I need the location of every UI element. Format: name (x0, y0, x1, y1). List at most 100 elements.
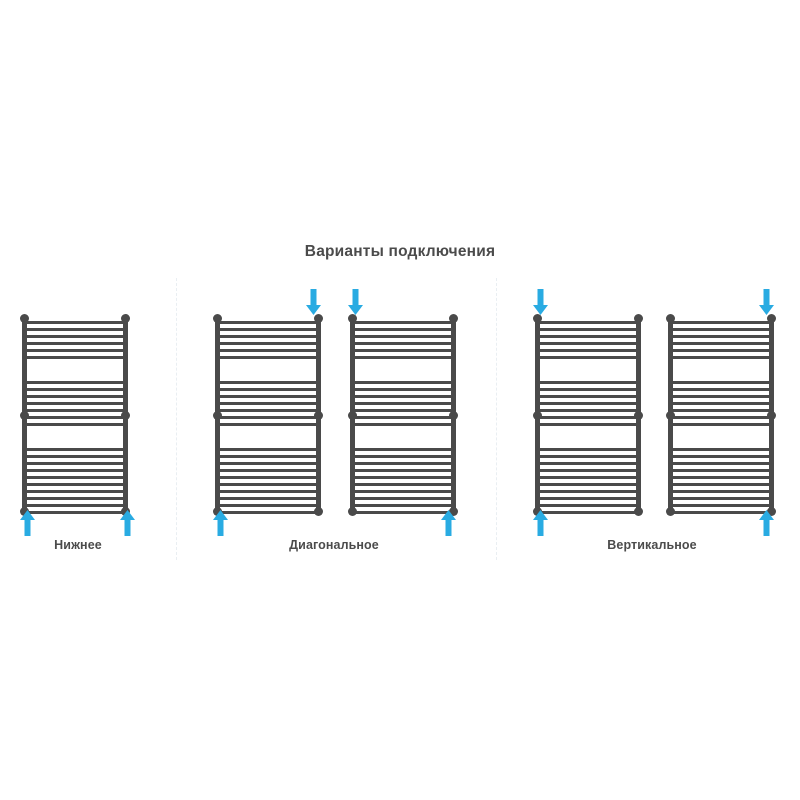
flow-arrow-up-bottom-left-icon (213, 510, 228, 536)
radiator-connector-node-right-mid (314, 410, 323, 420)
radiator-connector-node-left-top (348, 314, 357, 323)
radiator-rung-6 (216, 381, 320, 384)
radiator-rung-9 (23, 402, 127, 405)
radiator-rung-1 (536, 328, 640, 331)
radiator-rung-11 (23, 416, 127, 419)
radiator-rung-12 (351, 423, 455, 426)
radiator-connector-node-left-mid (348, 410, 357, 420)
radiator-rung-21 (351, 504, 455, 507)
radiator-rung-21 (669, 504, 773, 507)
radiator-rung-0 (536, 321, 640, 324)
radiator-rung-5 (536, 356, 640, 359)
radiator-rung-14 (536, 455, 640, 458)
radiator-rung-18 (669, 483, 773, 486)
radiator-rung-14 (669, 455, 773, 458)
radiator-rung-4 (351, 349, 455, 352)
radiator-connector-node-right-top (767, 314, 776, 323)
radiator-rung-4 (536, 349, 640, 352)
radiator-rung-10 (216, 409, 320, 412)
radiator-rung-16 (216, 469, 320, 472)
radiator-rung-4 (23, 349, 127, 352)
radiator-rung-18 (216, 483, 320, 486)
radiator-rung-13 (536, 448, 640, 451)
flow-arrow-up-bottom-right-icon (441, 510, 456, 536)
radiator-rung-15 (23, 462, 127, 465)
radiator-rung-2 (351, 335, 455, 338)
radiator-rung-10 (23, 409, 127, 412)
radiator-rung-14 (23, 455, 127, 458)
flow-arrow-up-bottom-left-icon (533, 510, 548, 536)
group-label-vertical: Вертикальное (607, 538, 697, 552)
radiator-rung-11 (536, 416, 640, 419)
radiator-rung-15 (536, 462, 640, 465)
radiator-rung-12 (536, 423, 640, 426)
radiator-rung-19 (216, 490, 320, 493)
radiator-rung-17 (351, 476, 455, 479)
radiator-rung-8 (351, 395, 455, 398)
radiator-vertical-0 (533, 314, 643, 516)
radiator-diagonal-1 (348, 314, 458, 516)
radiator-rung-14 (351, 455, 455, 458)
radiator-rung-17 (536, 476, 640, 479)
radiator-rung-11 (669, 416, 773, 419)
radiator-rung-10 (669, 409, 773, 412)
radiator-rung-0 (351, 321, 455, 324)
radiator-rung-22 (351, 511, 455, 514)
radiator-rung-5 (216, 356, 320, 359)
radiator-rung-1 (669, 328, 773, 331)
radiator-connector-node-left-top (213, 314, 222, 323)
radiator-rung-17 (216, 476, 320, 479)
radiator-rung-13 (23, 448, 127, 451)
radiator-rung-10 (536, 409, 640, 412)
radiator-rung-6 (536, 381, 640, 384)
radiator-rung-11 (351, 416, 455, 419)
radiator-rung-6 (23, 381, 127, 384)
radiator-connector-node-left-mid (213, 410, 222, 420)
radiator-rung-16 (23, 469, 127, 472)
radiator-rung-6 (669, 381, 773, 384)
radiator-rung-21 (216, 504, 320, 507)
radiator-rung-16 (351, 469, 455, 472)
radiator-connector-node-left-mid (20, 410, 29, 420)
radiator-rung-18 (23, 483, 127, 486)
radiator-rung-13 (216, 448, 320, 451)
radiator-rung-15 (216, 462, 320, 465)
radiator-connector-node-right-mid (634, 410, 643, 420)
radiator-connector-node-left-mid (666, 410, 675, 420)
flow-arrow-down-top-left-icon (533, 289, 548, 315)
radiator-rung-0 (669, 321, 773, 324)
radiator-rung-21 (536, 504, 640, 507)
radiator-rung-9 (536, 402, 640, 405)
radiator-rung-16 (669, 469, 773, 472)
radiator-rung-20 (216, 497, 320, 500)
radiator-rung-7 (536, 388, 640, 391)
radiator-rung-5 (23, 356, 127, 359)
radiator-rung-3 (216, 342, 320, 345)
radiator-rung-8 (536, 395, 640, 398)
radiator-rung-3 (351, 342, 455, 345)
group-label-diagonal: Диагональное (289, 538, 379, 552)
radiator-rung-7 (216, 388, 320, 391)
radiator-rung-9 (669, 402, 773, 405)
radiator-rung-5 (351, 356, 455, 359)
radiator-rung-8 (216, 395, 320, 398)
radiator-connector-node-right-mid (121, 410, 130, 420)
radiator-rung-16 (536, 469, 640, 472)
radiator-connector-node-right-top (634, 314, 643, 323)
radiator-connector-node-right-mid (449, 410, 458, 420)
radiator-rung-2 (216, 335, 320, 338)
radiator-rung-0 (23, 321, 127, 324)
radiator-rung-5 (669, 356, 773, 359)
radiator-rung-4 (216, 349, 320, 352)
radiator-rung-9 (216, 402, 320, 405)
radiator-rung-22 (536, 511, 640, 514)
radiator-rung-20 (351, 497, 455, 500)
radiator-rung-11 (216, 416, 320, 419)
radiator-rung-19 (23, 490, 127, 493)
radiator-rung-13 (669, 448, 773, 451)
radiator-connector-node-right-top (121, 314, 130, 323)
radiator-rung-0 (216, 321, 320, 324)
radiator-rung-12 (23, 423, 127, 426)
radiator-rung-3 (23, 342, 127, 345)
